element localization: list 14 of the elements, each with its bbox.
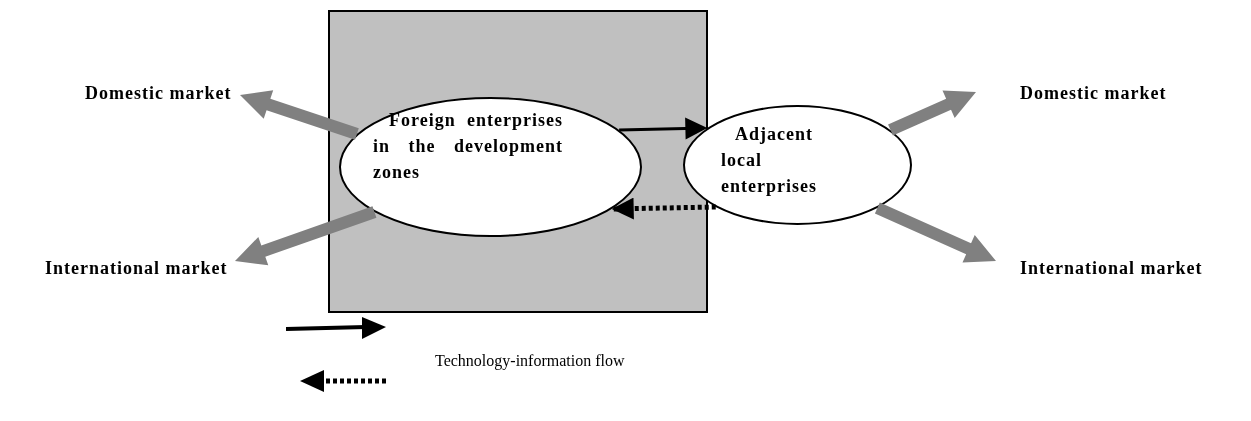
arrow xyxy=(874,202,996,263)
market-label: International market xyxy=(45,257,228,280)
arrow xyxy=(619,117,708,140)
arrow xyxy=(888,90,976,136)
market-label: Domestic market xyxy=(1020,82,1167,105)
arrow xyxy=(235,206,377,266)
arrow xyxy=(611,197,716,220)
zone-rectangle xyxy=(328,10,708,313)
market-label: Domestic market xyxy=(85,82,232,105)
market-label: International market xyxy=(1020,257,1203,280)
legend-label: Technology-information flow xyxy=(435,352,625,370)
arrow xyxy=(240,90,359,140)
node-label: Foreign enterprises in the development zones xyxy=(373,109,563,184)
node-label: Adjacent local enterprises xyxy=(721,123,818,198)
